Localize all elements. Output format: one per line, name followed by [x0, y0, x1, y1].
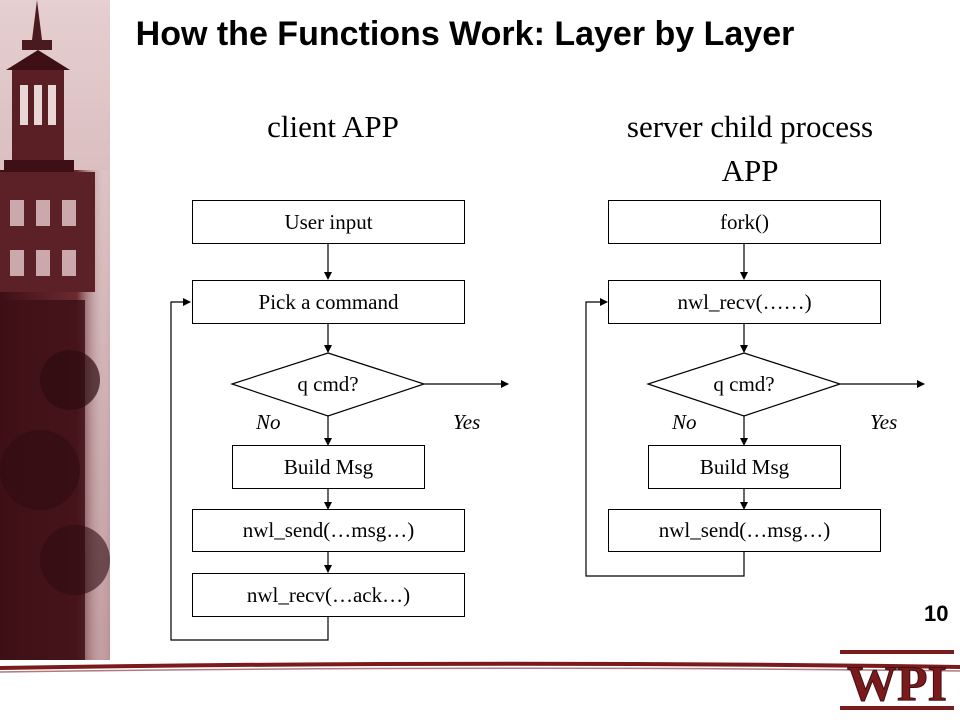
wpi-logo-text: WPI [847, 655, 947, 711]
server-yes-label: Yes [870, 410, 898, 434]
client-box-build-msg: Build Msg [232, 445, 425, 489]
client-decision-diamond [230, 352, 426, 417]
client-yes-label: Yes [453, 410, 481, 434]
server-box-fork: fork() [608, 200, 881, 244]
bottom-divider [0, 661, 960, 673]
server-column-title-line2: APP [721, 153, 779, 188]
server-box-build-msg: Build Msg [648, 445, 841, 489]
client-box-pick-command: Pick a command [192, 280, 465, 324]
server-decision-label: q cmd? [713, 372, 775, 396]
server-no-label: No [672, 410, 697, 434]
server-column-title-line1: server child process [626, 109, 874, 144]
wpi-logo: WPI [840, 650, 954, 712]
client-box-nwl-send: nwl_send(…msg…) [192, 509, 465, 552]
server-decision-diamond [646, 352, 842, 417]
client-column-title: client APP [267, 109, 399, 144]
client-decision-label: q cmd? [297, 372, 359, 396]
client-loop-back [170, 298, 329, 641]
client-box-nwl-recv-ack: nwl_recv(…ack…) [192, 573, 465, 617]
server-loop-back [585, 298, 745, 577]
client-no-label: No [256, 410, 281, 434]
server-box-nwl-recv: nwl_recv(……) [608, 280, 881, 324]
client-box-user-input: User input [192, 200, 465, 244]
page-number: 10 [924, 601, 949, 626]
clock-tower-image [0, 0, 110, 660]
server-box-nwl-send: nwl_send(…msg…) [608, 509, 881, 552]
slide-title: How the Functions Work: Layer by Layer [135, 15, 795, 53]
